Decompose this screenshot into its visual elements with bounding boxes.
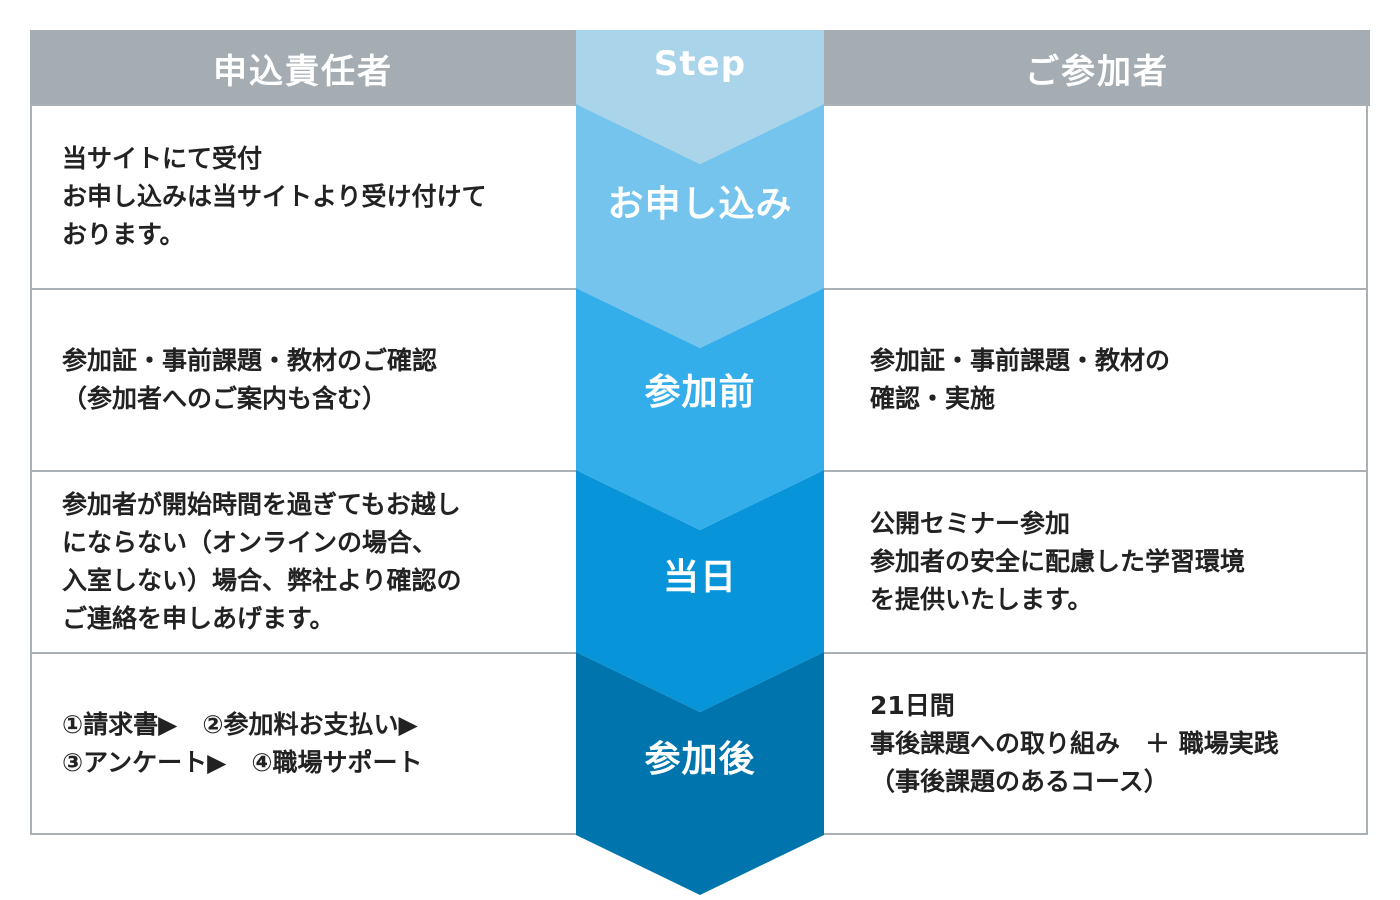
row-after-participant-text: 21日間 事後課題への取り組み ＋ 職場実践 （事後課題のあるコース）	[870, 690, 1279, 796]
step-label-after: 参加後	[644, 739, 756, 780]
row-application-manager-text: 当サイトにて受付 お申し込みは当サイトより受け付けて おります。	[62, 144, 487, 249]
row-day-of-participant-text: 公開セミナー参加 参加者の安全に配慮した学習環境 を提供いたします。	[870, 509, 1246, 614]
step-chevron-day-of	[576, 470, 824, 712]
step-header-chevron	[576, 30, 824, 164]
step-chevron-after	[576, 652, 824, 895]
header-participant: ご参加者	[824, 30, 1370, 106]
step-label-application: お申し込み	[607, 184, 793, 225]
step-label-day-of: 当日	[662, 557, 737, 598]
step-label-before: 参加前	[644, 372, 756, 413]
row-day-of-manager-text: 参加者が開始時間を過ぎてもお越し にならない（オンラインの場合、 入室しない）場…	[62, 490, 462, 633]
row-before-manager-text: 参加証・事前課題・教材のご確認 （参加者へのご案内も含む）	[62, 346, 438, 413]
step-chevron-application	[576, 104, 824, 348]
step-header-label: Step	[653, 44, 747, 84]
step-chevron-before	[576, 288, 824, 530]
row-after-manager-text: ①請求書▶ ②参加料お支払い▶ ③アンケート▶ ④職場サポート	[62, 709, 423, 777]
header-applicant-manager: 申込責任者	[30, 30, 576, 106]
row-before-participant-text: 参加証・事前課題・教材の 確認・実施	[870, 346, 1171, 413]
